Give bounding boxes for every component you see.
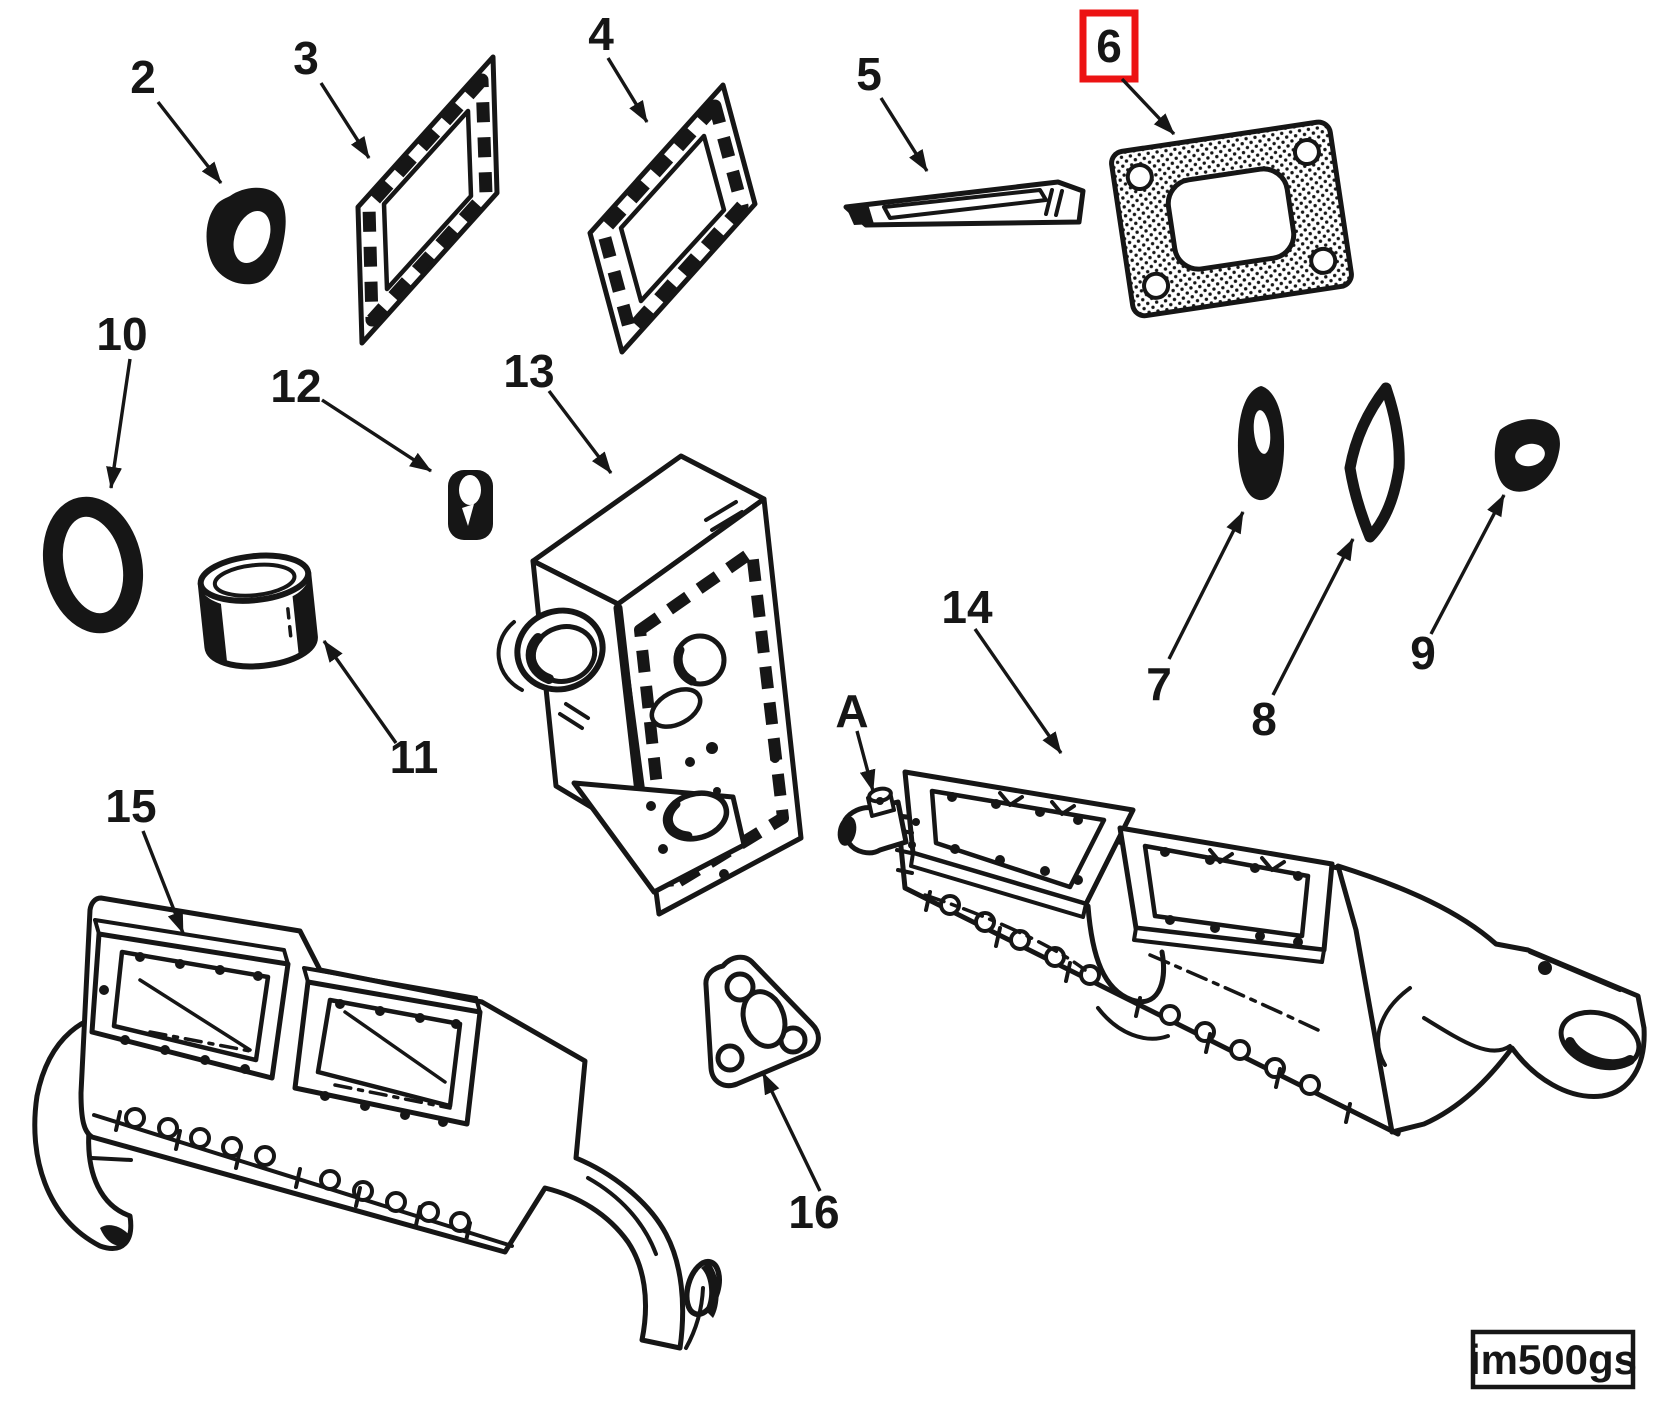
leader-arrow-4 bbox=[606, 57, 649, 123]
leader-arrow-8 bbox=[1271, 538, 1355, 696]
part-12-plug bbox=[448, 470, 493, 540]
part-16-triangular-gasket bbox=[703, 954, 821, 1089]
callout-label-14: 14 bbox=[941, 581, 993, 633]
callout-label-16: 16 bbox=[788, 1186, 839, 1238]
callout-10: 10 bbox=[96, 308, 148, 489]
callout-15: 15 bbox=[105, 780, 185, 934]
manifold-15-bolt-dots bbox=[99, 952, 461, 1127]
callout-16: 16 bbox=[761, 1072, 840, 1238]
leader-arrow-5 bbox=[879, 97, 929, 172]
callout-13: 13 bbox=[503, 345, 613, 475]
leader-arrow-7 bbox=[1167, 511, 1245, 660]
leader-arrow-16 bbox=[761, 1072, 822, 1192]
callout-8: 8 bbox=[1251, 538, 1355, 745]
callout-label-6: 6 bbox=[1096, 20, 1122, 72]
part-9-pad-seal bbox=[1494, 419, 1560, 492]
part-4-gasket bbox=[587, 82, 758, 355]
leader-arrow-6 bbox=[1120, 77, 1176, 136]
leader-arrow-3 bbox=[319, 82, 371, 159]
callout-label-A: A bbox=[835, 685, 868, 737]
part-13-end-housing bbox=[496, 453, 804, 917]
callout-label-3: 3 bbox=[293, 32, 319, 84]
callout-label-8: 8 bbox=[1251, 693, 1277, 745]
callout-6: 6 bbox=[1079, 9, 1176, 136]
figure-code-label: im500gs bbox=[1469, 1336, 1637, 1383]
part-10-o-ring bbox=[42, 496, 144, 634]
callout-label-13: 13 bbox=[503, 345, 554, 397]
callout-label-4: 4 bbox=[588, 8, 614, 60]
callout-A: A bbox=[835, 685, 876, 792]
callout-label-10: 10 bbox=[96, 308, 147, 360]
callout-label-15: 15 bbox=[105, 780, 156, 832]
callout-12: 12 bbox=[270, 360, 432, 473]
figure-code-frame bbox=[1470, 1329, 1636, 1390]
callout-11: 11 bbox=[322, 640, 439, 783]
part-15-exhaust-manifold-left bbox=[32, 895, 722, 1351]
callout-7: 7 bbox=[1146, 511, 1245, 710]
part-8-diamond-seal bbox=[1344, 382, 1405, 543]
callout-5: 5 bbox=[856, 48, 929, 172]
callout-9: 9 bbox=[1410, 494, 1506, 679]
callout-label-9: 9 bbox=[1410, 627, 1436, 679]
leader-arrow-10 bbox=[106, 358, 132, 489]
leader-arrow-13 bbox=[547, 389, 613, 475]
manifold-15-scallops bbox=[124, 1107, 471, 1233]
manifold-14-bolt-dots bbox=[908, 792, 1303, 947]
part-11-sleeve bbox=[197, 552, 318, 670]
leader-arrow-11 bbox=[322, 640, 398, 744]
figure-code-box: im500gs bbox=[1469, 1329, 1637, 1390]
leader-arrow-14 bbox=[973, 628, 1063, 754]
leader-arrow-15 bbox=[141, 830, 185, 934]
part-7-teardrop-seal bbox=[1237, 386, 1285, 501]
part-5-strip-gasket bbox=[843, 179, 1086, 228]
part-6-stippled-gasket bbox=[1109, 119, 1354, 319]
part-2-seal-ring bbox=[206, 187, 286, 285]
callout-label-2: 2 bbox=[130, 51, 156, 103]
leader-arrow-12 bbox=[321, 398, 432, 473]
part-14-exhaust-manifold-right bbox=[837, 769, 1647, 1137]
part-3-gasket bbox=[355, 54, 500, 346]
leader-arrow-2 bbox=[156, 100, 223, 185]
callout-14: 14 bbox=[941, 581, 1063, 754]
leader-arrow-9 bbox=[1429, 494, 1506, 635]
callout-4: 4 bbox=[588, 8, 649, 123]
callout-3: 3 bbox=[293, 32, 371, 159]
callout-2: 2 bbox=[130, 51, 223, 185]
callout-label-11: 11 bbox=[390, 731, 439, 783]
callout-label-5: 5 bbox=[856, 48, 882, 100]
callout-label-7: 7 bbox=[1146, 658, 1172, 710]
manifold-14-outlet-elbow bbox=[1335, 863, 1647, 1135]
callout-label-12: 12 bbox=[270, 360, 321, 412]
leader-arrow-A bbox=[855, 730, 876, 792]
highlight-box-callout-6 bbox=[1079, 9, 1139, 83]
callout-layer: 2 3 4 5 6 7 8 9 10 11 12 13 14 15 16 A bbox=[96, 8, 1506, 1238]
